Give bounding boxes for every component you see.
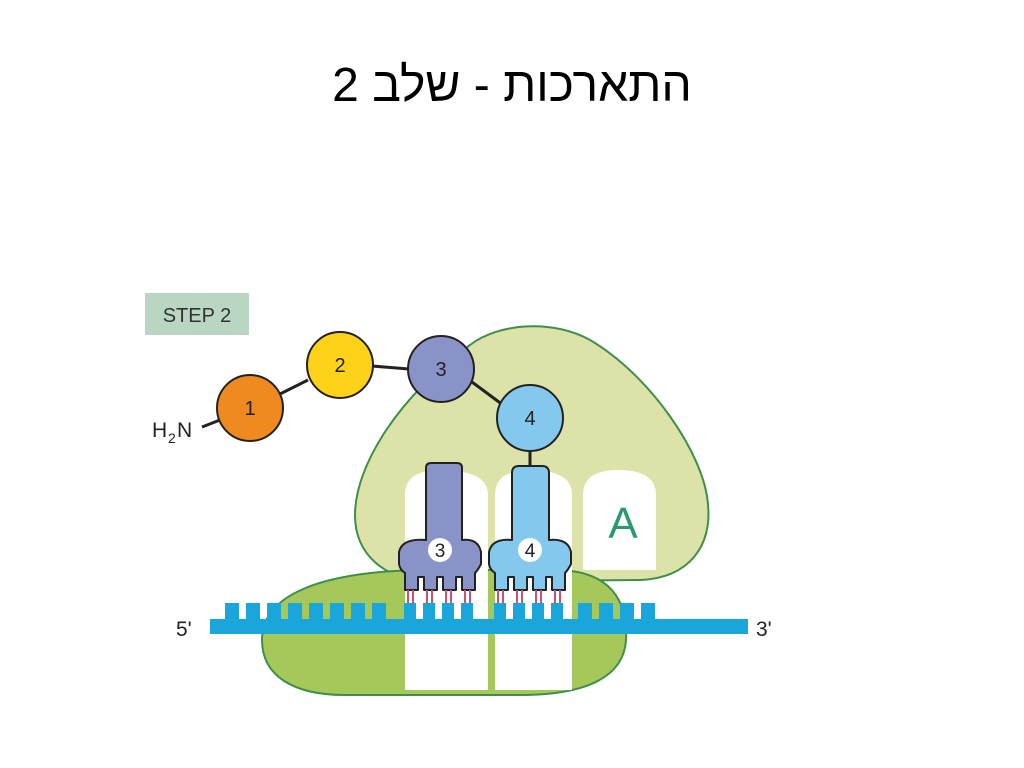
trna-4-body: [488, 465, 572, 591]
a-site-label: A: [608, 499, 638, 548]
bond-2-3: [371, 364, 410, 371]
trna-3: 3: [398, 462, 482, 591]
mrna-backbone: [210, 619, 748, 634]
bond-3-4: [471, 380, 504, 407]
mrna-strand: [210, 603, 748, 634]
amino-acid-2-label: 2: [334, 355, 345, 377]
mrna-3-prime-label: 3': [756, 618, 772, 641]
bond-n-terminus: [201, 418, 221, 429]
peptide-chain-bonds: [201, 364, 532, 466]
amino-terminus: H 2 N: [152, 419, 192, 446]
step-label-text: STEP 2: [163, 305, 232, 327]
trna-3-label: 3: [435, 541, 446, 562]
amino-terminus-n: N: [177, 419, 192, 442]
step-label-box: [145, 293, 249, 335]
trna-3-body: [398, 462, 482, 591]
slide-title: התארכות - שלב 2: [332, 59, 692, 112]
amino-terminus-subscript: 2: [168, 430, 176, 446]
amino-acid-3: 3: [407, 335, 475, 403]
amino-acid-1-label: 1: [244, 398, 255, 420]
codon-anticodon-pairs: [407, 590, 561, 603]
amino-acid-3-label: 3: [435, 359, 446, 381]
e-site-pocket: [583, 470, 656, 570]
bond-1-2: [279, 378, 309, 396]
amino-acid-1: 1: [216, 374, 284, 442]
trna-4-label: 4: [525, 541, 536, 562]
amino-acid-4-label: 4: [524, 408, 535, 430]
amino-acid-2: 2: [306, 331, 374, 399]
mrna-5-prime-label: 5': [176, 618, 192, 641]
amino-acid-4: 4: [496, 384, 564, 452]
step-label: STEP 2: [145, 293, 249, 335]
trna-4: 4: [488, 465, 572, 591]
amino-terminus-h: H: [152, 419, 167, 442]
